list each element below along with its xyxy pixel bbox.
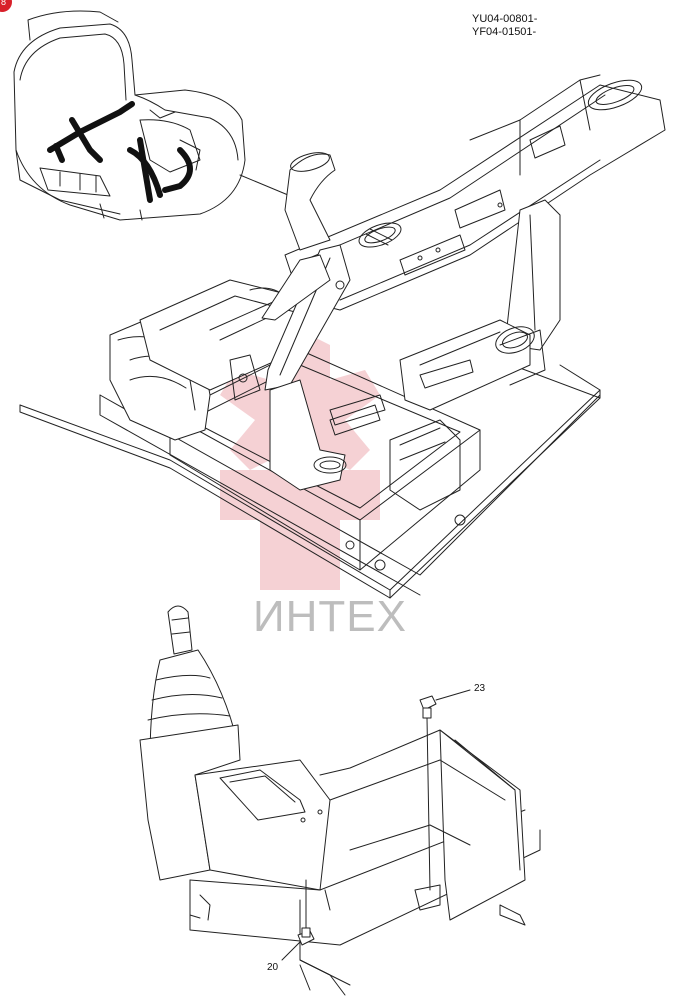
bolt-23	[419, 689, 471, 891]
base-plate	[19, 364, 601, 599]
machine-inset-thumbnail	[13, 10, 246, 221]
blower-housing	[109, 279, 311, 441]
round-hoses	[269, 319, 546, 491]
page-badge: 8	[0, 0, 12, 12]
bolt-20	[281, 879, 315, 961]
callout-23: 23	[474, 683, 486, 694]
control-console	[139, 605, 541, 996]
serial-number-2: YF04-01501-	[472, 26, 537, 38]
air-duct	[284, 74, 666, 351]
serial-number-block: YU04-00801- YF04-01501-	[472, 13, 537, 39]
serial-number-1: YU04-00801-	[472, 13, 538, 25]
page-badge-label: 8	[1, 0, 7, 7]
callout-20: 20	[267, 962, 279, 973]
watermark-text: ИНТЕХ	[253, 592, 407, 641]
